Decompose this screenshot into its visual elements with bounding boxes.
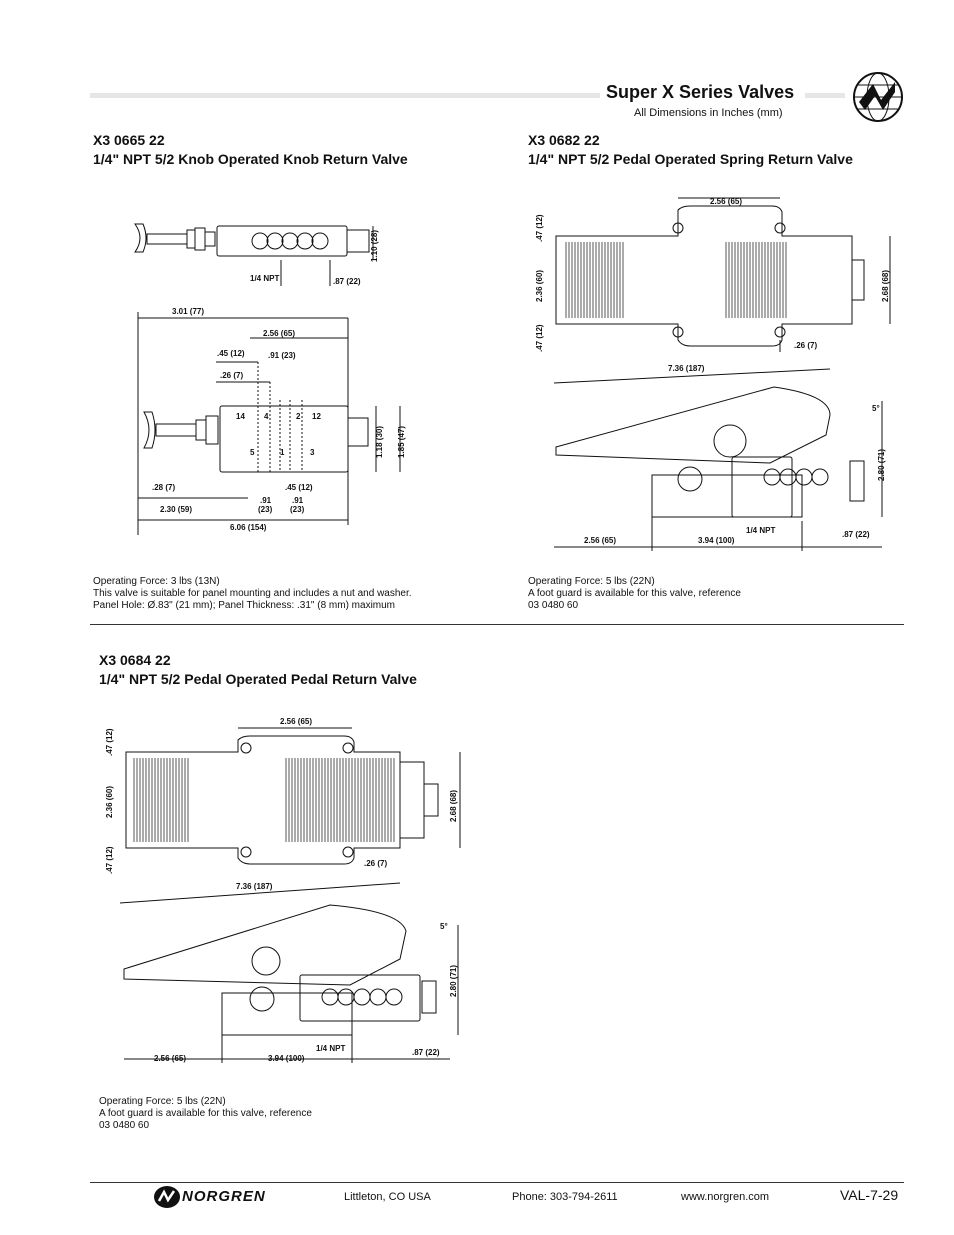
dim-label: .47 (12) <box>105 728 114 756</box>
part-description: 1/4" NPT 5/2 Pedal Operated Pedal Return… <box>99 671 417 687</box>
port-label: 14 <box>236 412 245 421</box>
section-divider <box>90 624 904 625</box>
note-line: This valve is suitable for panel mountin… <box>93 588 412 599</box>
dim-label: .91 <box>292 496 304 505</box>
part-number: X3 0682 22 <box>528 132 600 148</box>
section-1-title: X3 0665 22 1/4" NPT 5/2 Knob Operated Kn… <box>93 131 408 169</box>
dim-label: 1.85 (47) <box>397 426 406 458</box>
section-3-notes: Operating Force: 5 lbs (22N) A foot guar… <box>99 1096 312 1132</box>
section-2-notes: Operating Force: 5 lbs (22N) A foot guar… <box>528 576 741 612</box>
section-1-notes: Operating Force: 3 lbs (13N) This valve … <box>93 576 412 612</box>
dim-label: 2.56 (65) <box>154 1054 186 1063</box>
dim-label: .26 (7) <box>794 341 817 350</box>
note-line: Panel Hole: Ø.83" (21 mm); Panel Thickne… <box>93 600 396 611</box>
footer-location: Littleton, CO USA <box>344 1191 431 1203</box>
dim-label: .87 (22) <box>412 1048 440 1057</box>
section-3-title: X3 0684 22 1/4" NPT 5/2 Pedal Operated P… <box>99 651 417 689</box>
globe-logo-icon <box>853 72 903 122</box>
port-label: 12 <box>312 412 321 421</box>
header-rule-right <box>805 93 845 98</box>
dim-label: 5° <box>872 404 880 413</box>
note-line: 03 0480 60 <box>99 1120 150 1131</box>
dim-label: 7.36 (187) <box>236 882 273 891</box>
port-label: 4 <box>264 412 269 421</box>
dim-label: 1/4 NPT <box>250 274 279 283</box>
dim-label: .87 (22) <box>842 530 870 539</box>
header-rule <box>90 93 600 98</box>
note-line: Operating Force: 5 lbs (22N) <box>528 576 655 587</box>
knob-valve-front-drawing: 3.01 (77) 2.56 (65) .45 (12) .91 (23) .2… <box>137 307 406 535</box>
brand-name: NORGREN <box>182 1188 266 1205</box>
port-label: 3 <box>310 448 315 457</box>
part-description: 1/4" NPT 5/2 Pedal Operated Spring Retur… <box>528 151 853 167</box>
dim-label: 2.56 (65) <box>584 536 616 545</box>
dim-label: 1/4 NPT <box>316 1044 345 1053</box>
dim-label: 2.68 (68) <box>449 790 458 822</box>
dim-label: 2.30 (59) <box>160 505 192 514</box>
part-number: X3 0684 22 <box>99 652 171 668</box>
pedal-return-valve-top-drawing: 2.56 (65) .47 (12) 2.36 (60) .47 (12) 2.… <box>105 717 461 874</box>
dim-label: .45 (12) <box>285 483 313 492</box>
part-number: X3 0665 22 <box>93 132 165 148</box>
part-description: 1/4" NPT 5/2 Knob Operated Knob Return V… <box>93 151 408 167</box>
dim-label: 6.06 (154) <box>230 523 267 532</box>
dim-label: (23) <box>290 505 305 514</box>
note-line: A foot guard is available for this valve… <box>99 1108 312 1119</box>
pedal-return-valve-side-drawing: 7.36 (187) 5° 2.80 (71) 1/4 NPT 2.56 (65… <box>119 882 459 1063</box>
dim-label: 2.56 (65) <box>710 197 742 206</box>
dim-label: .47 (12) <box>535 324 544 352</box>
dim-label: 3.94 (100) <box>268 1054 305 1063</box>
dim-label: 1/4 NPT <box>746 526 775 535</box>
dim-label: 5° <box>440 922 448 931</box>
dim-label: .28 (7) <box>152 483 175 492</box>
norgren-logo-icon <box>154 1186 180 1208</box>
dim-label: .26 (7) <box>220 371 243 380</box>
footer-website[interactable]: www.norgren.com <box>681 1191 770 1203</box>
dim-label: .91 (23) <box>268 351 296 360</box>
dim-label: .91 <box>260 496 272 505</box>
dim-label: 7.36 (187) <box>668 364 705 373</box>
page-subtitle: All Dimensions in Inches (mm) <box>634 107 783 119</box>
dim-label: .47 (12) <box>105 846 114 874</box>
dim-label: (23) <box>258 505 273 514</box>
dim-label: 2.80 (71) <box>877 449 886 481</box>
dim-label: 1.10 (28) <box>370 230 379 262</box>
port-label: 2 <box>296 412 301 421</box>
dim-label: .26 (7) <box>364 859 387 868</box>
dim-label: 2.56 (65) <box>263 329 295 338</box>
port-label: 5 <box>250 448 255 457</box>
port-label: 1 <box>280 448 285 457</box>
note-line: Operating Force: 3 lbs (13N) <box>93 576 220 587</box>
page-title: Super X Series Valves <box>606 82 795 102</box>
footer-rule <box>90 1182 904 1183</box>
dim-label: .45 (12) <box>217 349 245 358</box>
note-line: Operating Force: 5 lbs (22N) <box>99 1096 226 1107</box>
dim-label: .47 (12) <box>535 214 544 242</box>
footer-phone: Phone: 303-794-2611 <box>512 1191 618 1203</box>
pedal-spring-valve-side-drawing: 7.36 (187) 5° 2.80 (71) 1/4 NPT 2.56 (65… <box>553 364 886 551</box>
dim-label: 2.56 (65) <box>280 717 312 726</box>
pedal-spring-valve-top-drawing: 2.56 (65) .47 (12) 2.36 (60) .47 (12) 2.… <box>535 197 891 352</box>
dim-label: .87 (22) <box>333 277 361 286</box>
page-number: VAL-7-29 <box>840 1187 899 1203</box>
dim-label: 2.80 (71) <box>449 965 458 997</box>
dim-label: 3.01 (77) <box>172 307 204 316</box>
dim-label: 3.94 (100) <box>698 536 735 545</box>
dim-label: 2.36 (60) <box>535 270 544 302</box>
section-2-title: X3 0682 22 1/4" NPT 5/2 Pedal Operated S… <box>528 131 853 169</box>
dim-label: 2.68 (68) <box>881 270 890 302</box>
dim-label: 1.18 (30) <box>375 426 384 458</box>
note-line: 03 0480 60 <box>528 600 579 611</box>
knob-valve-top-drawing: 1.10 (28) 1/4 NPT .87 (22) <box>134 223 379 286</box>
dim-label: 2.36 (60) <box>105 786 114 818</box>
note-line: A foot guard is available for this valve… <box>528 588 741 599</box>
